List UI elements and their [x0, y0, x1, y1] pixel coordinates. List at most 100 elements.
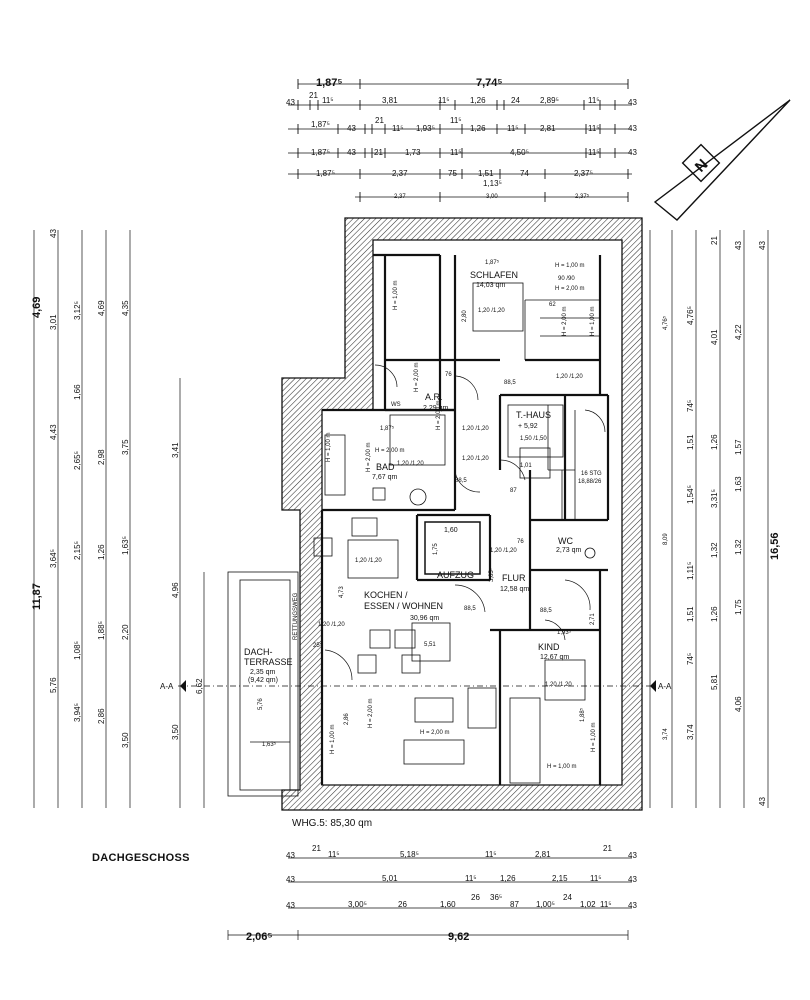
dim-label: 24: [511, 96, 520, 105]
dim-label: 11⁵: [507, 124, 519, 133]
room-name-kochen: KOCHEN /: [364, 590, 408, 600]
dim-label: 43: [628, 851, 637, 860]
dim-label: 1,26: [710, 606, 719, 622]
stairs-note: 16 STG: [581, 471, 602, 477]
dim-label: 1,02: [580, 900, 596, 909]
roof-terrace: [227, 571, 299, 797]
dim-label: 4,06: [734, 696, 743, 712]
right-dimension-chains: [649, 230, 769, 808]
right-dimension-labels: 16,56 4,76⁵ 8,09 3,74 4,76⁵ 74⁵ 1,51 1,5…: [662, 236, 781, 806]
dim-label: 21: [603, 844, 612, 853]
dim-label: 3,12⁵: [73, 301, 82, 320]
dim-label: 1,26: [710, 434, 719, 450]
room-name-schlafen: SCHLAFEN: [470, 270, 518, 280]
dim-note: 1,63⁵: [262, 741, 277, 748]
dim-label: 43: [628, 875, 637, 884]
dim-label: 3,74: [663, 728, 669, 740]
dim-label: 4,69: [31, 297, 43, 318]
dim-note: 1,93⁵: [557, 629, 572, 636]
dim-label: 1,87⁵: [316, 77, 343, 89]
section-label-right: A-A: [658, 682, 672, 691]
dim-label: 1,51: [478, 169, 494, 178]
annotations: H = 1,00 m 1,20 /1,20 H = 1,00 m 90 /90 …: [258, 259, 602, 770]
dim-label: 43: [628, 98, 637, 107]
dim-label: 2,98: [97, 449, 106, 465]
dim-label: 11,87: [31, 583, 43, 610]
dim-label: 5,81: [710, 674, 719, 690]
dim-label: 3,00: [486, 194, 498, 200]
dim-label: 2,15⁵: [73, 541, 82, 560]
dim-label: 4,96: [171, 582, 180, 598]
dim-label: 1,32: [710, 542, 719, 558]
window-note: 1,20 /1,20: [397, 461, 424, 467]
room-area-terrasse-total: (9,42 qm): [248, 677, 278, 684]
room-name-t-haus: T.-HAUS: [516, 410, 551, 420]
dim-label: 11⁵: [438, 96, 450, 105]
dim-label: 2,37⁵: [574, 169, 593, 178]
dim-label: 43: [286, 98, 295, 107]
window-note: 1,50 /1,50: [520, 436, 547, 442]
height-note: H = 2,00 m: [368, 698, 374, 728]
elevator-shaft: [424, 521, 481, 575]
dim-label: 75: [448, 169, 457, 178]
dim-note: 5,76: [258, 698, 264, 710]
dim-label: 1,08⁵: [73, 641, 82, 660]
dim-label: 11⁵: [600, 900, 612, 909]
dim-label: 43: [758, 241, 767, 250]
room-area-aufzug: 1,60: [444, 527, 458, 534]
dim-note: 5,51: [424, 642, 436, 648]
dim-note: 62: [549, 302, 556, 308]
room-area-schlafen: 14,03 qm: [476, 282, 505, 289]
dim-note: 76: [517, 539, 524, 545]
dim-label: 3,50: [171, 724, 180, 740]
dim-label: 21: [710, 236, 719, 245]
dim-note: 88,5: [464, 606, 476, 612]
dim-note: 1,88⁵: [579, 707, 586, 722]
dim-note: 90 /90: [558, 276, 575, 282]
room-area-t-haus: + 5,92: [518, 423, 538, 430]
dim-label: 3,01: [49, 314, 58, 330]
dim-label: 4,69: [97, 300, 106, 316]
room-name-essen-wohnen: ESSEN / WOHNEN: [364, 601, 443, 611]
dim-label: 1,63⁵: [121, 536, 130, 555]
dim-label: 3,94⁵: [73, 703, 82, 722]
dim-note: 2,71: [590, 613, 596, 625]
dim-note: 2,80: [462, 310, 468, 322]
top-dimension-chains: [288, 79, 632, 202]
dim-label: 26: [471, 893, 480, 902]
dim-label: 5,76: [49, 677, 58, 693]
dim-label: 1,63: [734, 476, 743, 492]
dim-note: 87: [510, 488, 517, 494]
dim-note: 1,87⁵: [485, 259, 500, 266]
dim-note: 88,5: [540, 608, 552, 614]
dim-label: 43: [347, 148, 356, 157]
dim-label: 1,66: [73, 384, 82, 400]
dim-label: 1,87⁵: [316, 169, 335, 178]
dim-label: 11⁵: [322, 96, 334, 105]
dim-label: 16,56: [769, 532, 781, 560]
dim-label: 1,13⁵: [483, 179, 502, 188]
room-name-kind: KIND: [538, 642, 560, 652]
left-dimension-labels: 4,69 11,87 43 3,01 4,43 3,64⁵ 5,76 3,12⁵…: [31, 229, 204, 748]
room-name-ar: A.R.: [425, 392, 443, 402]
room-area-bad: 7,67 qm: [372, 474, 397, 481]
dim-note: 25⁵: [313, 642, 323, 649]
top-dimension-labels: 1,87⁵ 7,74⁵ 43 21 11⁵ 3,81 11⁵ 1,26 24 2…: [286, 77, 637, 200]
height-note: H = 2,00 m: [414, 362, 420, 392]
dim-label: 1,26: [97, 544, 106, 560]
left-dimension-chains: [33, 230, 205, 808]
room-name-aufzug: AUFZUG: [437, 570, 474, 580]
room-area-ar: 2,29 qm: [423, 405, 448, 412]
dim-label: 3,41: [171, 442, 180, 458]
dim-label: 2,81: [540, 124, 556, 133]
dim-label: 11⁵: [588, 96, 600, 105]
dim-label: 11⁵: [450, 148, 462, 157]
dim-label: 2,65⁵: [73, 451, 82, 470]
height-note: H = 1,00 m: [326, 432, 332, 462]
dim-label: 3,50: [121, 732, 130, 748]
room-area-flur: 12,58 qm: [500, 586, 529, 593]
dim-label: 43: [286, 901, 295, 910]
dim-label: 1,26: [500, 874, 516, 883]
height-note: H = 2,00 m: [436, 400, 442, 430]
dim-label: 74⁵: [686, 653, 695, 665]
